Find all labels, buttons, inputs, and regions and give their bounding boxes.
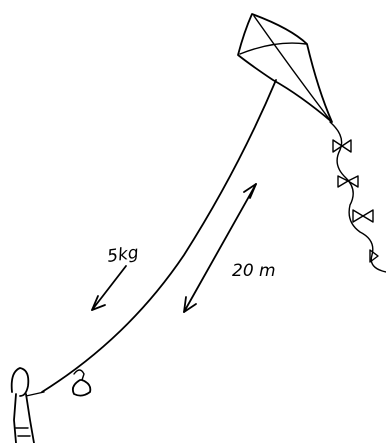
- tail-bow-3: [352, 209, 374, 223]
- tail-line: [329, 121, 386, 273]
- kite-spine: [253, 15, 331, 121]
- kite-outline: [237, 13, 333, 123]
- person-body: [13, 393, 35, 443]
- person-arm: [25, 391, 45, 397]
- kite-string: [41, 79, 277, 393]
- force-arrow: [91, 265, 127, 311]
- kite-tail: [329, 121, 386, 273]
- weight-hook: [73, 369, 85, 381]
- tail-bow-1: [332, 139, 352, 153]
- length-arrow: [183, 183, 257, 313]
- tail-bow-2: [337, 175, 359, 188]
- weight-bag: [71, 379, 92, 397]
- tail-bow-4: [369, 249, 379, 263]
- person: [10, 367, 45, 443]
- kite-cross-spar: [239, 42, 307, 55]
- person-legs: [15, 427, 31, 437]
- force-label: 5kg: [106, 243, 140, 267]
- person-head: [10, 367, 30, 397]
- weight: [71, 369, 92, 397]
- length-label: 20 m: [232, 261, 276, 281]
- kite: [237, 13, 333, 123]
